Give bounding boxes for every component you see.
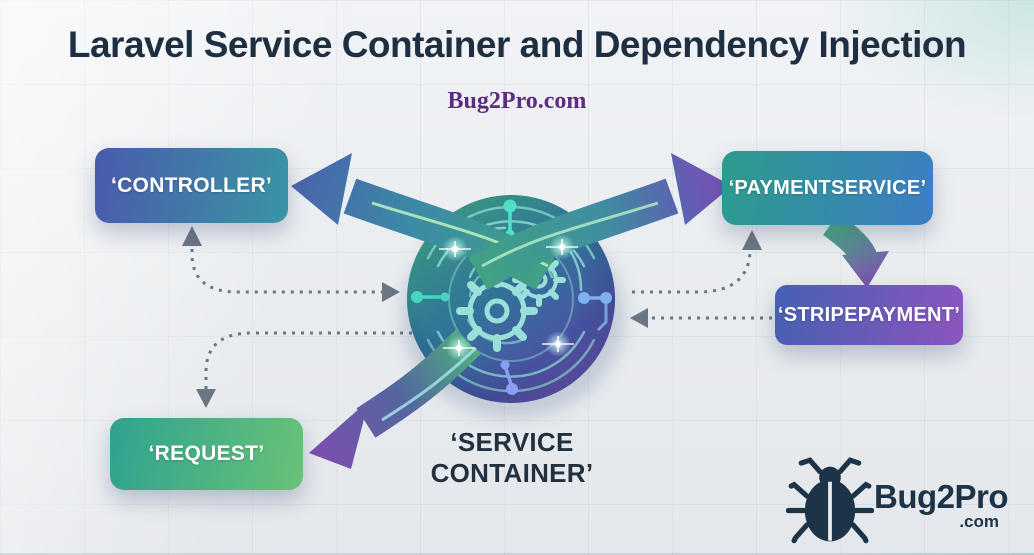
service-container-label-line2: CONTAINER’	[430, 458, 594, 488]
node-request-label: ‘REQUEST’	[148, 442, 265, 465]
arrowhead-paymentservice	[671, 153, 732, 225]
node-paymentservice: ‘PAYMENTSERVICE’	[722, 151, 933, 225]
arrowhead-left-into-container	[630, 308, 648, 328]
arrowhead-stripepayment	[842, 251, 889, 288]
circuit-node-icons	[411, 199, 612, 395]
brand-tld: .com	[959, 512, 999, 531]
node-request: ‘REQUEST’	[110, 418, 303, 490]
arrowhead-up-into-controller	[182, 226, 202, 246]
arrowhead-up-into-paymentservice	[742, 230, 762, 250]
service-container-label-line1: ‘SERVICE	[450, 427, 574, 457]
arrowhead-down-into-request	[196, 389, 216, 408]
service-container-label: ‘SERVICE CONTAINER’	[402, 427, 622, 489]
arrowhead-controller	[291, 153, 352, 225]
brand-name: Bug2Pro	[873, 478, 1009, 515]
node-stripepayment-label: ‘STRIPEPAYMENT’	[777, 303, 961, 326]
thick-arrows	[291, 153, 889, 469]
node-stripepayment: ‘STRIPEPAYMENT’	[775, 285, 963, 345]
node-paymentservice-label: ‘PAYMENTSERVICE’	[728, 176, 927, 199]
brand-logo: Bug2Pro .com	[785, 453, 1009, 545]
dashed-arrow-controller-container	[190, 240, 386, 294]
dashed-arrow-container-request	[204, 331, 430, 393]
bug-icon	[785, 457, 874, 544]
page-title: Laravel Service Container and Dependency…	[67, 24, 967, 65]
node-controller-label: ‘CONTROLLER’	[110, 173, 273, 197]
sparkle-icons	[439, 234, 578, 361]
node-controller: ‘CONTROLLER’	[95, 148, 288, 223]
dashed-connectors	[190, 240, 772, 393]
arrowhead-request	[309, 400, 369, 469]
dashed-arrow-container-paymentservice	[632, 241, 753, 294]
arrowhead-right-into-container	[382, 282, 400, 302]
arrow-highlight	[481, 201, 659, 268]
dashed-arrowheads	[182, 226, 762, 408]
brand-text: Bug2Pro .com	[873, 478, 1009, 531]
site-watermark: Bug2Pro.com	[447, 88, 587, 114]
